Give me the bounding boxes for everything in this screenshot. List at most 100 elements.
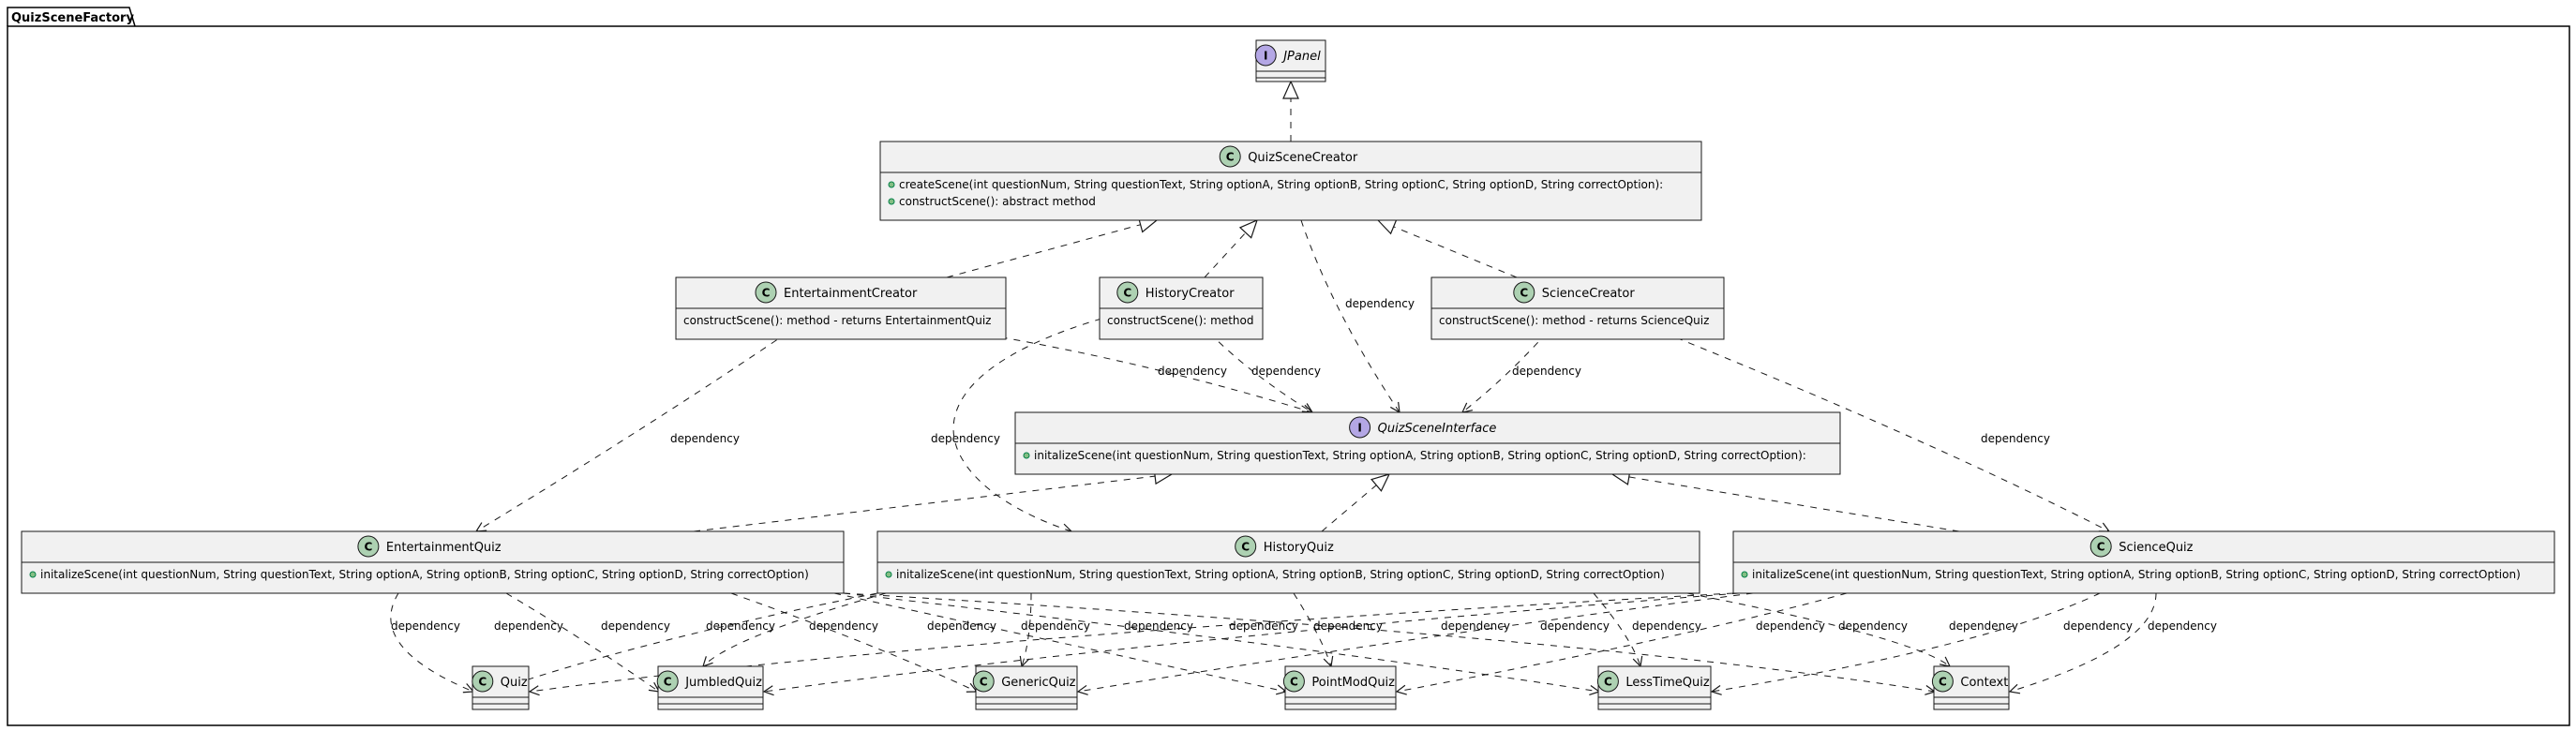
class-box-point-mod-quiz[interactable]: C PointModQuiz: [1282, 665, 1397, 710]
class-box-frame: [1284, 665, 1397, 710]
dependency-edge-entquiz-to-quiz: [390, 592, 473, 692]
dependency-edge-histcreator-to-iface: [1208, 332, 1312, 412]
class-name: HistoryCreator: [1146, 287, 1235, 301]
class-stereotype-icon: [1219, 145, 1241, 168]
realization-edge-entquiz-to-iface: [693, 474, 1172, 532]
class-name: Quiz: [501, 676, 528, 690]
stereotype-letter: C: [1520, 287, 1528, 300]
class-name: PointModQuiz: [1311, 676, 1395, 690]
dependency-edge-histquiz-to-lesstime: [1593, 592, 1640, 666]
class-stereotype-icon: [472, 670, 494, 693]
stereotype-letter: C: [364, 541, 372, 554]
class-box-context[interactable]: C Context: [1931, 665, 2010, 710]
class-box-science-creator[interactable]: C ScienceCreator constructScene(): method …: [1430, 276, 1725, 340]
class-stereotype-icon: [1282, 670, 1305, 693]
dependency-edge-histquiz-to-quiz: [514, 592, 878, 684]
stereotype-letter: I: [1264, 50, 1267, 63]
edge-label: dependency: [391, 619, 460, 633]
edge-label: dependency: [1345, 297, 1415, 310]
class-stereotype-icon: [1513, 281, 1535, 304]
class-member: initalizeScene(int questionNum, String q…: [1034, 449, 1806, 462]
public-visibility-icon: [1741, 571, 1748, 578]
class-stereotype-icon: [1235, 535, 1257, 558]
edge-label: dependency: [1512, 365, 1581, 378]
dependency-edge-scicreator-to-iface: [1462, 332, 1548, 412]
class-name: EntertainmentCreator: [784, 287, 918, 301]
dependency-edge-sciquiz-to-generic: [1078, 592, 1754, 692]
edge-label: dependency: [1441, 619, 1510, 633]
dependency-edge-entquiz-to-generic: [730, 592, 977, 692]
class-member: initalizeScene(int questionNum, String q…: [896, 568, 1665, 581]
dependency-edge-entquiz-to-pointmod: [833, 592, 1286, 692]
public-visibility-icon: [1023, 452, 1030, 459]
package-frame: [7, 25, 2570, 726]
class-member: constructScene(): method - returns Enter…: [683, 314, 991, 327]
dependency-edge-scicreator-to-sciquiz: [1663, 332, 2109, 531]
realization-edge-histcreator-to-creator: [1204, 220, 1257, 278]
class-member: constructScene(): method - returns Scien…: [1439, 314, 1709, 327]
class-name: Context: [1960, 676, 2008, 690]
edge-label: dependency: [1632, 619, 1701, 633]
dependency-edge-entquiz-to-jumbled: [505, 592, 659, 692]
class-name: EntertainmentQuiz: [386, 541, 502, 555]
class-stereotype-icon: [357, 535, 380, 558]
stereotype-letter: C: [1226, 151, 1235, 164]
stereotype-letter: C: [1123, 287, 1131, 300]
class-name: GenericQuiz: [1001, 676, 1075, 690]
edge-label: dependency: [931, 432, 1000, 445]
class-name: JumbledQuiz: [684, 676, 762, 690]
class-stereotype-icon: [656, 670, 679, 693]
dependency-edge-sciquiz-to-lesstime: [1712, 592, 2101, 692]
class-name: QuizSceneInterface: [1378, 422, 1497, 436]
class-box-frame: [879, 141, 1702, 221]
class-name: QuizSceneCreator: [1248, 151, 1358, 165]
public-visibility-icon: [888, 198, 895, 205]
class-member: constructScene(): method: [1107, 314, 1254, 327]
class-name: LessTimeQuiz: [1625, 676, 1709, 690]
stereotype-letter: C: [1939, 676, 1947, 689]
stereotype-letter: I: [1357, 422, 1361, 435]
edge-label: dependency: [494, 619, 563, 633]
edge-label: dependency: [1124, 619, 1193, 633]
stereotype-letter: C: [1290, 676, 1298, 689]
class-name: HistoryQuiz: [1264, 541, 1334, 555]
public-visibility-icon: [888, 181, 895, 188]
edge-label: dependency: [1158, 365, 1227, 378]
dependency-edge-histcreator-to-histquiz: [952, 318, 1102, 531]
edge-label: dependency: [1313, 619, 1383, 633]
class-box-history-creator[interactable]: C HistoryCreator constructScene(): method: [1099, 276, 1264, 340]
class-box-frame: [975, 665, 1078, 710]
class-box-quiz-scene-interface[interactable]: I QuizSceneInterface initalizeScene(int qu…: [1014, 411, 1841, 475]
dependency-edge-creator-to-iface: [1300, 219, 1400, 412]
class-name: ScienceCreator: [1542, 287, 1636, 301]
class-stereotype-icon: [755, 281, 777, 304]
dependency-edge-entcreator-to-iface: [974, 332, 1312, 412]
class-name: ScienceQuiz: [2119, 541, 2193, 555]
edge-label: dependency: [1540, 619, 1610, 633]
class-stereotype-icon: [1116, 281, 1139, 304]
realization-edge-scicreator-to-creator: [1378, 220, 1518, 278]
edge-label: dependency: [927, 619, 996, 633]
class-box-less-time-quiz[interactable]: C LessTimeQuiz: [1596, 665, 1712, 710]
realization-edge-histquiz-to-iface: [1321, 474, 1389, 532]
edge-label: dependency: [2148, 619, 2217, 633]
dependency-edge-sciquiz-to-pointmod: [1397, 592, 1848, 692]
edge-label: dependency: [706, 619, 775, 633]
stereotype-letter: C: [1604, 676, 1612, 689]
dependency-edge-sciquiz-to-jumbled: [764, 592, 1740, 692]
package-name: QuizSceneFactory: [11, 11, 134, 25]
interface-stereotype-icon: [1349, 416, 1371, 439]
class-box-jumbled-quiz[interactable]: C JumbledQuiz: [656, 665, 764, 710]
public-visibility-icon: [885, 571, 892, 578]
stereotype-letter: C: [664, 676, 672, 689]
class-stereotype-icon: [2089, 535, 2112, 558]
